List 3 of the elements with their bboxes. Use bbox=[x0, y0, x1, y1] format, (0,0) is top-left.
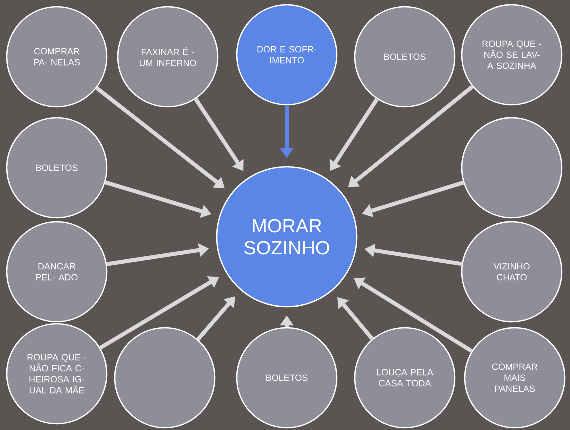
idea-circle bbox=[461, 117, 563, 219]
idea-circle bbox=[114, 327, 216, 429]
arrow bbox=[196, 296, 236, 341]
